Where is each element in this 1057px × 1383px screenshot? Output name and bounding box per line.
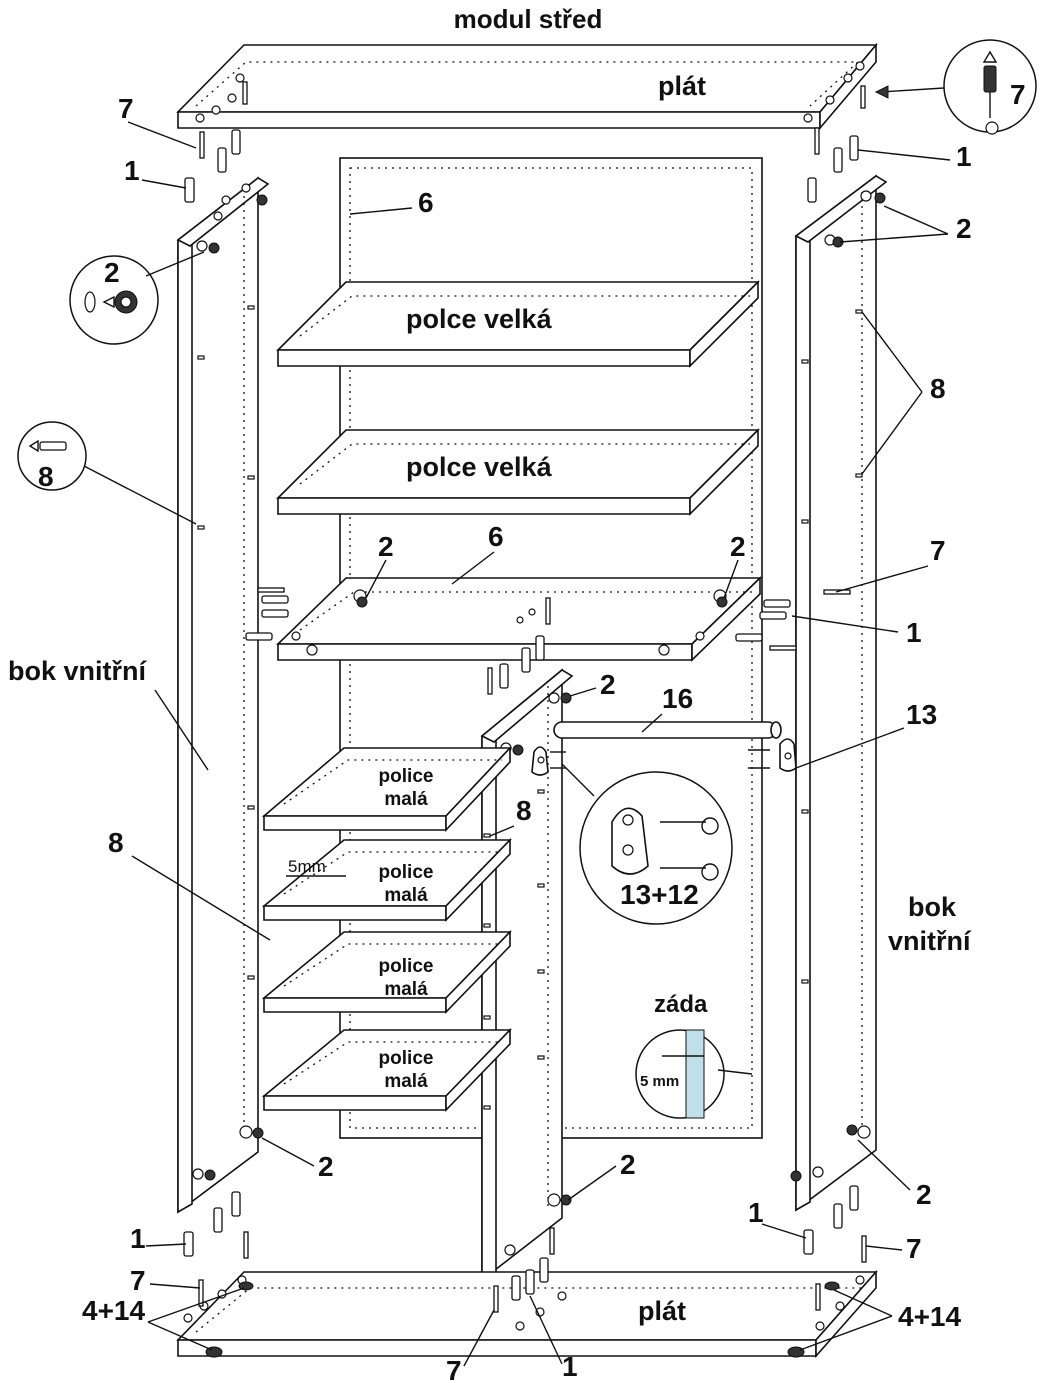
middle-shelf [276, 576, 762, 662]
small-shelf-1-label-1: police [379, 766, 434, 787]
label-2-divider-bottom: 2 [620, 1149, 636, 1180]
label-4-14-left: 4+14 [82, 1295, 145, 1326]
back-gap-label: 5 mm [640, 1073, 679, 1090]
rod-holders [531, 738, 797, 776]
label-2-bottom-left: 2 [318, 1151, 334, 1182]
dowels [183, 127, 867, 1313]
large-shelf-2: polce velká [276, 428, 760, 516]
small-shelf-1-label-2: malá [384, 789, 428, 810]
right-side-label-2: vnitřní [888, 926, 972, 956]
small-shelf-1: police malá [261, 745, 512, 833]
small-shelf-3-label-1: police [379, 956, 434, 977]
label-6-middle: 6 [488, 521, 504, 552]
callout-rod-holder-number: 13+12 [620, 879, 699, 910]
label-2-divider-top: 2 [600, 669, 616, 700]
callout-cam-lock-number: 2 [104, 257, 120, 288]
label-8-right: 8 [930, 373, 946, 404]
small-shelf-2: police malá 5mm [261, 838, 512, 922]
right-side-panel: bok vnitřní [790, 174, 972, 1212]
left-side-label: bok vnitřní [8, 656, 148, 686]
shelf-gap-label: 5mm [288, 857, 326, 876]
small-shelf-2-label-1: police [379, 862, 434, 883]
hanging-rod [553, 721, 782, 739]
small-shelf-4-label-2: malá [384, 1071, 428, 1092]
label-2-middle-left: 2 [378, 531, 394, 562]
small-shelf-3: police malá [261, 930, 512, 1014]
callout-cam-lock: 2 [69, 251, 205, 345]
label-8-left: 8 [108, 827, 124, 858]
top-panel: plát [176, 42, 878, 131]
label-2-middle-right: 2 [730, 531, 746, 562]
small-shelf-2-label-2: malá [384, 885, 428, 906]
large-shelf-2-label: polce velká [406, 452, 553, 482]
label-1-bottom-center: 1 [562, 1351, 578, 1382]
label-7-top-left: 7 [118, 93, 134, 124]
label-7-middle-right: 7 [930, 535, 946, 566]
label-1-top-right: 1 [956, 141, 972, 172]
part-numbers: 7 1 1 2 6 8 2 6 2 7 1 2 16 13 8 8 2 2 [82, 93, 972, 1383]
callout-rod-holder: 13+12 [561, 763, 733, 925]
small-shelf-3-label-2: malá [384, 979, 428, 1000]
label-1-top-left: 1 [124, 155, 140, 186]
top-panel-label: plát [658, 71, 706, 101]
label-7-bottom-right: 7 [906, 1233, 922, 1264]
callout-screw-number: 7 [1010, 79, 1026, 110]
small-shelf-4: police malá [261, 1028, 512, 1112]
label-2-top-right: 2 [956, 213, 972, 244]
callout-connector-number: 8 [38, 461, 54, 492]
label-4-14-right: 4+14 [898, 1301, 961, 1332]
label-1-bottom-right: 1 [748, 1197, 764, 1228]
back-label: záda [654, 991, 708, 1018]
label-2-bottom-right: 2 [916, 1179, 932, 1210]
label-1-middle-right: 1 [906, 617, 922, 648]
large-shelf-1: polce velká [276, 280, 760, 368]
label-7-bottom-left: 7 [130, 1265, 146, 1296]
label-16: 16 [662, 683, 693, 714]
bottom-panel: plát [176, 1269, 878, 1359]
left-side-panel: bok vnitřní [8, 176, 270, 1214]
small-shelf-4-label-1: police [379, 1048, 434, 1069]
callout-screw: 7 [874, 39, 1037, 135]
callout-back-nail: 5 mm záda [635, 991, 753, 1119]
label-1-bottom-left: 1 [130, 1223, 146, 1254]
label-6-top: 6 [418, 187, 434, 218]
label-8-divider: 8 [516, 795, 532, 826]
callout-connector: 8 [17, 421, 197, 525]
large-shelf-1-label: polce velká [406, 304, 553, 334]
label-13: 13 [906, 699, 937, 730]
bottom-panel-label: plát [638, 1296, 686, 1326]
diagram-title: modul střed [454, 4, 603, 34]
right-side-label-1: bok [908, 892, 957, 922]
label-7-bottom-center: 7 [446, 1355, 462, 1383]
